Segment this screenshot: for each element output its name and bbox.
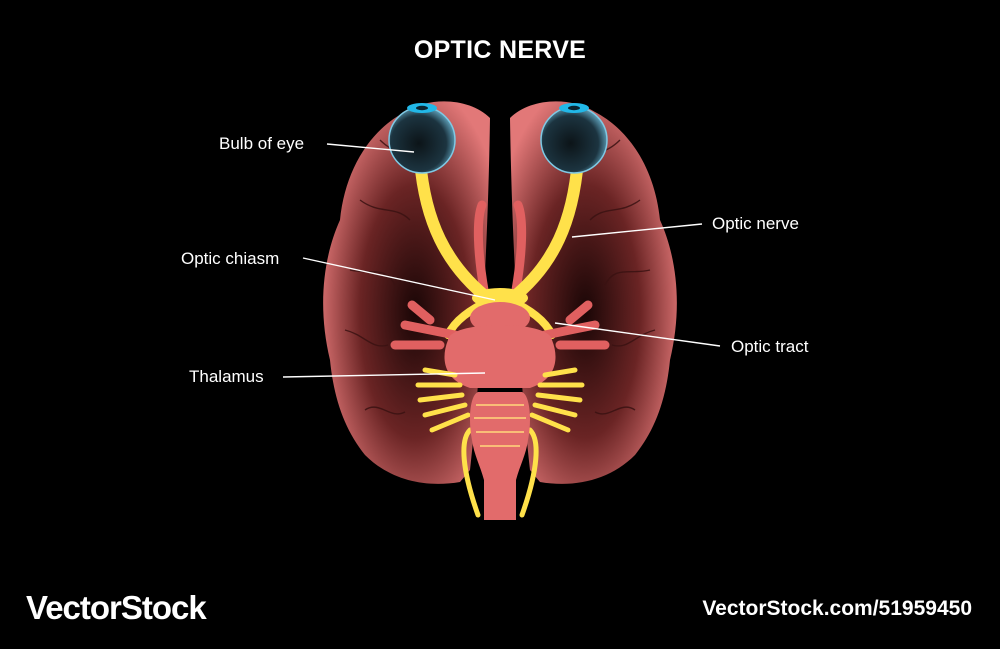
label-optic-tract: Optic tract [731, 337, 809, 356]
label-optic-chiasm: Optic chiasm [181, 249, 280, 268]
optic-chiasm [472, 288, 528, 308]
leader-optic-nerve [571, 223, 703, 238]
optic-nerve-right [504, 154, 584, 306]
label-optic-nerve: Optic nerve [712, 214, 799, 233]
label-thalamus: Thalamus [189, 367, 264, 386]
diagram-title: OPTIC NERVE [413, 36, 587, 64]
left-hemisphere [323, 101, 490, 484]
brainstem [470, 392, 530, 520]
optic-nerve-left [414, 154, 496, 306]
footer-bar: VectorStock VectorStock.com/51959450 [0, 575, 1000, 649]
thalamus-body [444, 325, 556, 388]
olfactory-left [473, 200, 489, 295]
label-bulb-of-eye: Bulb of eye [219, 134, 305, 153]
leader-bulb-of-eye [326, 143, 415, 153]
leader-thalamus [282, 372, 486, 378]
olfactory-right [511, 200, 527, 295]
brain-diagram [282, 101, 721, 520]
brand-logo: VectorStock [26, 589, 207, 626]
leader-optic-tract [554, 322, 721, 347]
right-hemisphere [510, 101, 677, 484]
eye-right [540, 103, 608, 174]
leader-optic-chiasm [302, 257, 496, 301]
image-url: VectorStock.com/51959450 [702, 597, 972, 620]
eye-left [388, 103, 456, 174]
